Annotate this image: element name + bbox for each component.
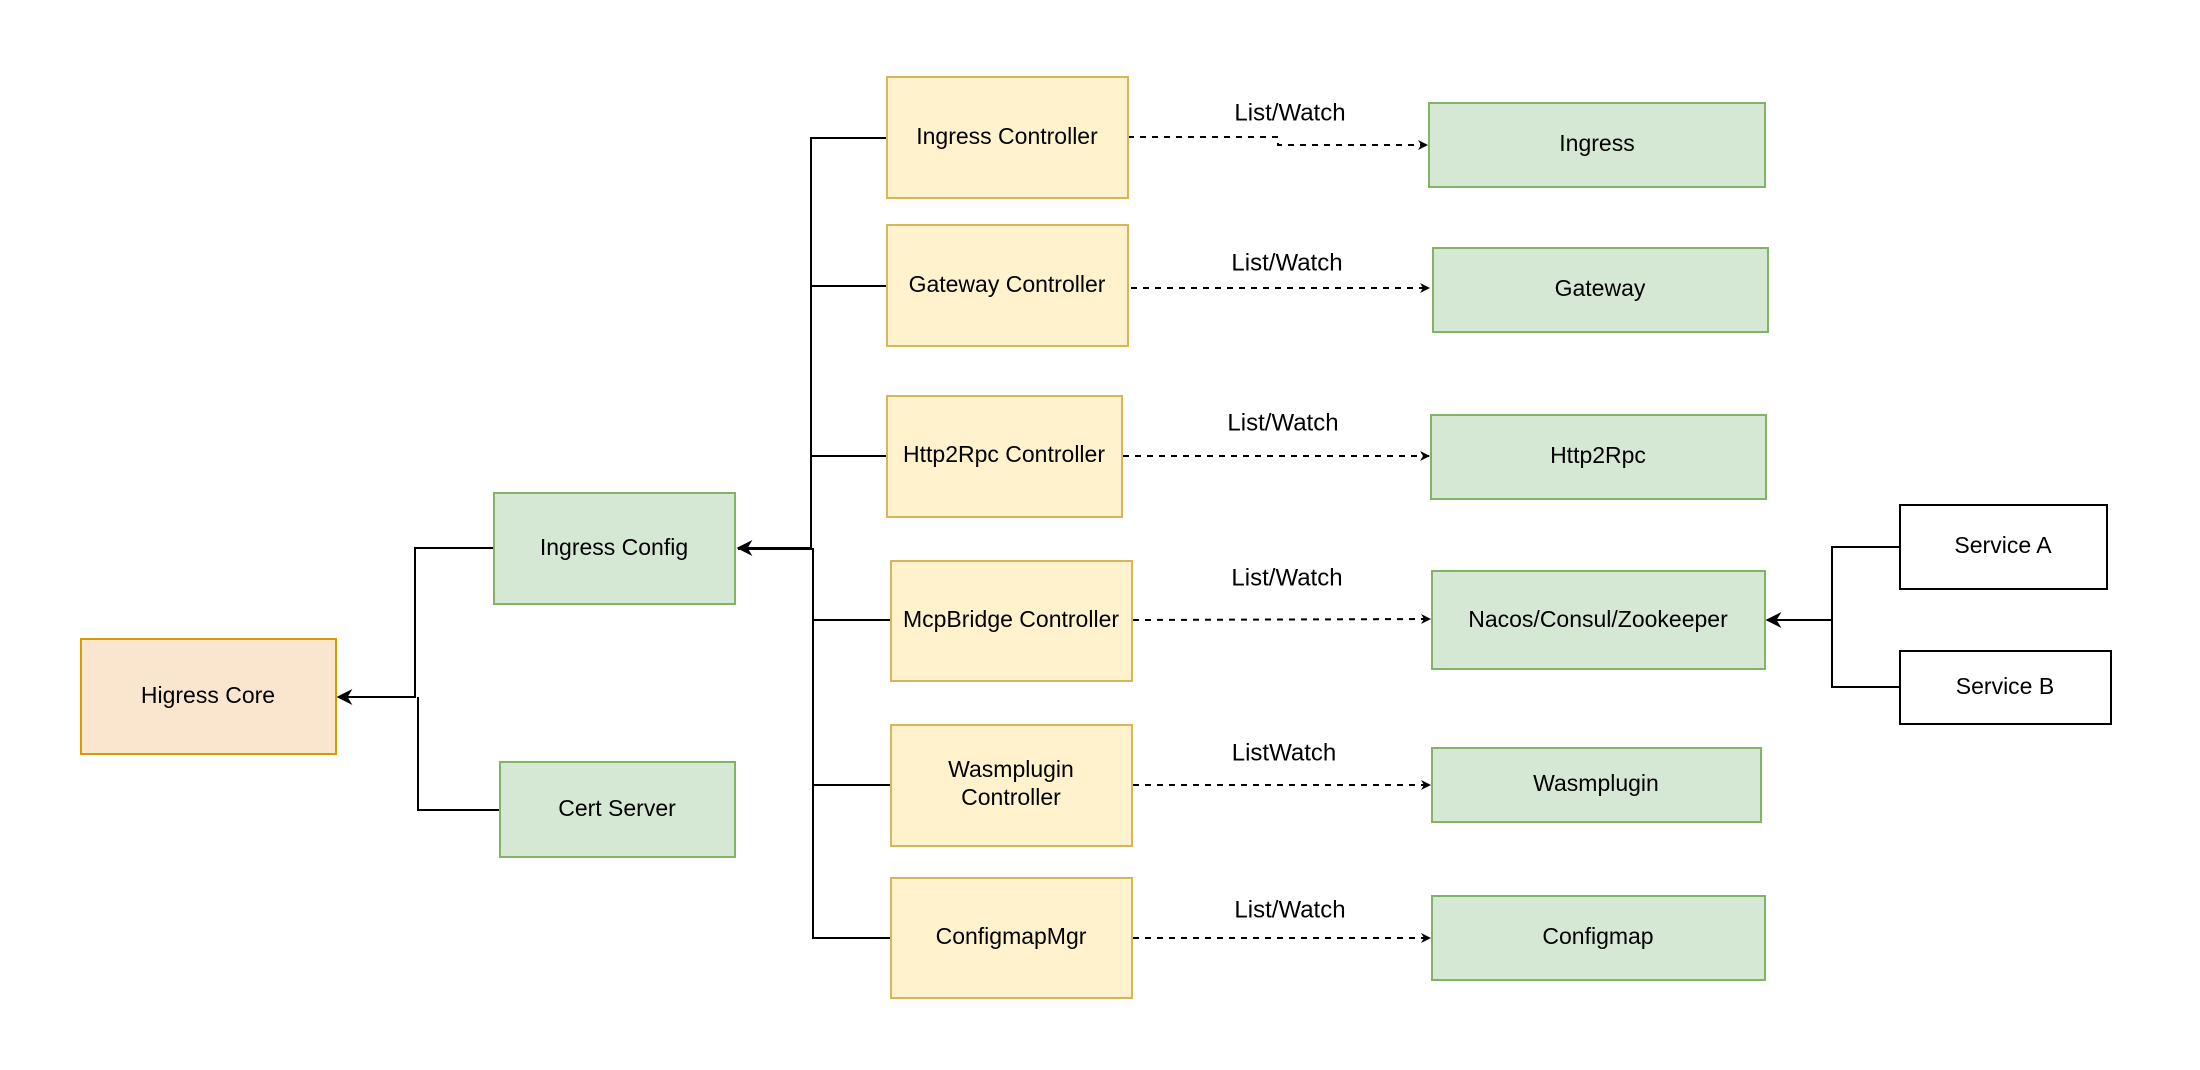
edge-label-ingress: List/Watch	[1234, 99, 1345, 126]
service-connectors	[1765, 546, 1900, 688]
edge-label-wasmplugin: ListWatch	[1232, 739, 1336, 766]
edge-label-gateway: List/Watch	[1231, 249, 1342, 276]
node-label: Gateway	[1555, 275, 1646, 301]
node-label: Higress Core	[141, 682, 275, 708]
node-configmap-mgr: ConfigmapMgr	[890, 877, 1133, 999]
node-http2rpc-resource: Http2Rpc	[1430, 414, 1767, 500]
node-wasmplugin-controller: Wasmplugin Controller	[890, 724, 1133, 847]
node-label: Wasmplugin	[1533, 770, 1659, 796]
node-label: Service B	[1956, 673, 2054, 699]
node-label: Gateway Controller	[909, 271, 1106, 297]
node-label: Configmap	[1542, 923, 1653, 949]
edge-mcpbridge-listwatch	[1132, 614, 1431, 625]
node-registry-resource: Nacos/Consul/Zookeeper	[1431, 570, 1766, 670]
node-mcpbridge-controller: McpBridge Controller	[890, 560, 1133, 682]
node-label: Nacos/Consul/Zookeeper	[1468, 606, 1728, 632]
edge-ingress-config-to-core	[336, 547, 494, 705]
node-label: Service A	[1954, 532, 2052, 558]
node-service-a: Service A	[1899, 504, 2108, 590]
node-label: Ingress Controller	[916, 123, 1098, 149]
node-ingress-config: Ingress Config	[493, 492, 736, 605]
edge-label-mcpbridge: List/Watch	[1231, 564, 1342, 591]
core-connectors	[336, 547, 500, 811]
node-cert-server: Cert Server	[499, 761, 736, 858]
node-label: Ingress Config	[540, 534, 688, 560]
controller-connectors	[736, 137, 891, 939]
node-label: Ingress	[1559, 130, 1634, 156]
node-label: ConfigmapMgr	[936, 923, 1087, 949]
node-ingress-resource: Ingress	[1428, 102, 1766, 188]
edge-cert-server-to-core	[417, 697, 500, 811]
node-wasmplugin-resource: Wasmplugin	[1431, 747, 1762, 823]
edge-labels: List/Watch List/Watch List/Watch List/Wa…	[1227, 99, 1345, 923]
edge-ingress-controller-to-config	[736, 137, 887, 556]
node-gateway-resource: Gateway	[1432, 247, 1769, 333]
node-label: Http2Rpc Controller	[903, 441, 1105, 467]
node-service-b: Service B	[1899, 650, 2112, 725]
node-label: Http2Rpc	[1550, 442, 1646, 468]
edge-lower-controllers-trunk	[738, 548, 891, 939]
node-label-line1: Wasmplugin	[948, 756, 1074, 782]
node-configmap-resource: Configmap	[1431, 895, 1766, 981]
listwatch-connectors	[1123, 136, 1431, 943]
node-gateway-controller: Gateway Controller	[886, 224, 1129, 347]
node-ingress-controller: Ingress Controller	[886, 76, 1129, 199]
edge-label-http2rpc: List/Watch	[1227, 409, 1338, 436]
node-label: Cert Server	[558, 795, 676, 821]
edge-ingress-listwatch	[1128, 136, 1428, 150]
node-higress-core: Higress Core	[80, 638, 337, 755]
edge-service-b-to-registry	[1831, 620, 1900, 688]
node-http2rpc-controller: Http2Rpc Controller	[886, 395, 1123, 518]
node-label-line2: Controller	[961, 784, 1061, 810]
node-label: McpBridge Controller	[903, 606, 1119, 632]
edge-label-configmap: List/Watch	[1234, 896, 1345, 923]
edge-service-a-to-registry	[1765, 546, 1900, 628]
